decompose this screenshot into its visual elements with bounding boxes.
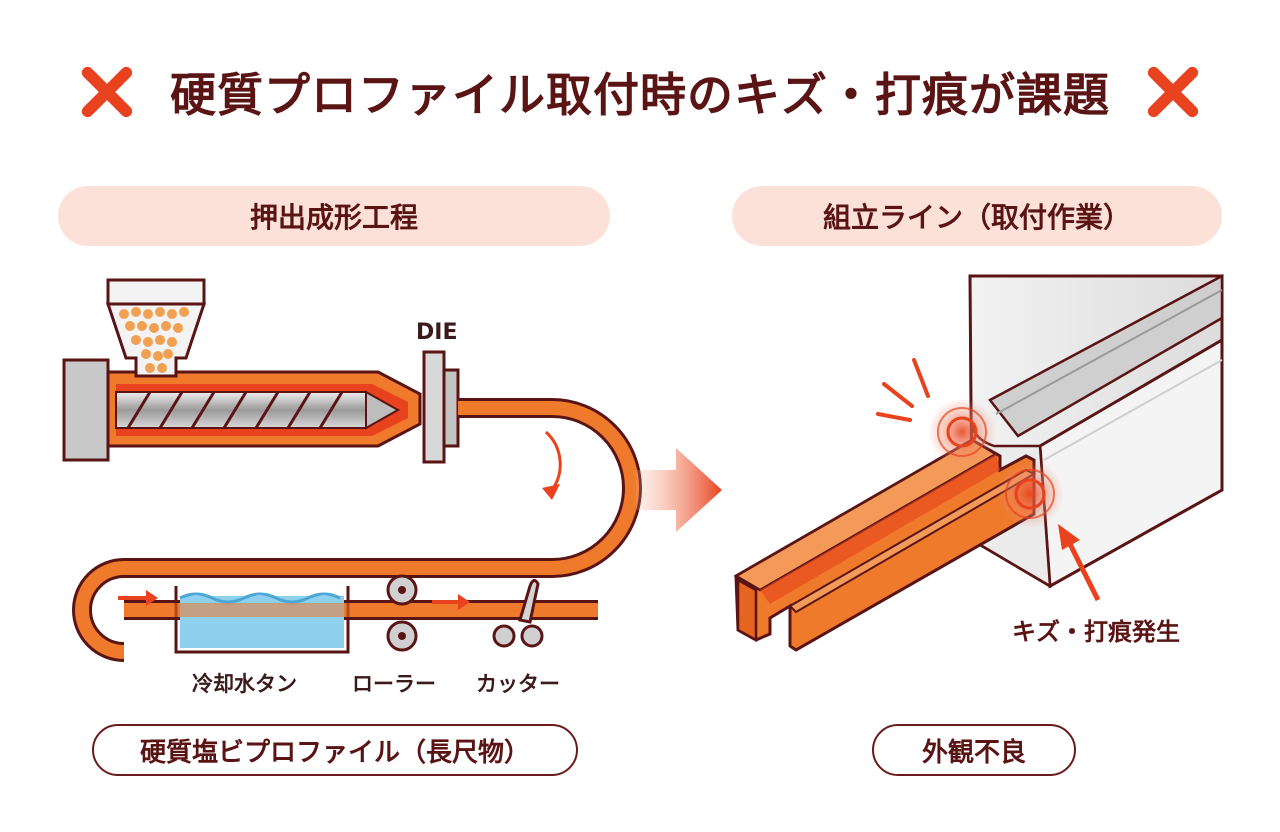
die — [422, 350, 460, 464]
cooling-tank — [124, 586, 598, 654]
extruder — [62, 278, 460, 464]
extrusion-process-header: 押出成形工程 — [58, 186, 610, 246]
x-mark-icon — [1147, 66, 1199, 118]
defect-label: キズ・打痕発生 — [1012, 618, 1180, 646]
flow-arrows — [118, 590, 470, 610]
cutter — [492, 579, 544, 648]
assembly-frame — [968, 273, 1224, 589]
x-mark-icon — [81, 66, 133, 118]
impact-mark-icon — [876, 358, 1064, 528]
defect-arrow — [1058, 524, 1101, 602]
title-bar: 硬質プロファイル取付時のキズ・打痕が課題 — [0, 52, 1280, 132]
assembly-line-header: 組立ライン（取付作業） — [732, 186, 1222, 246]
die-label: DIE — [416, 320, 458, 345]
page-title: 硬質プロファイル取付時のキズ・打痕が課題 — [170, 68, 1110, 122]
roller-label: ローラー — [352, 672, 436, 696]
channel-profile — [733, 438, 1037, 652]
rollers — [386, 574, 418, 652]
right-arrow-icon — [636, 448, 722, 532]
profile-type-label: 硬質塩ビプロファイル（長尺物） — [92, 724, 578, 776]
appearance-defect-label: 外観不良 — [872, 724, 1076, 776]
cooling-tank-label: 冷却水タン — [192, 672, 297, 696]
hopper — [105, 278, 207, 378]
cutter-label: カッター — [476, 672, 560, 696]
screw-flights — [126, 391, 344, 429]
